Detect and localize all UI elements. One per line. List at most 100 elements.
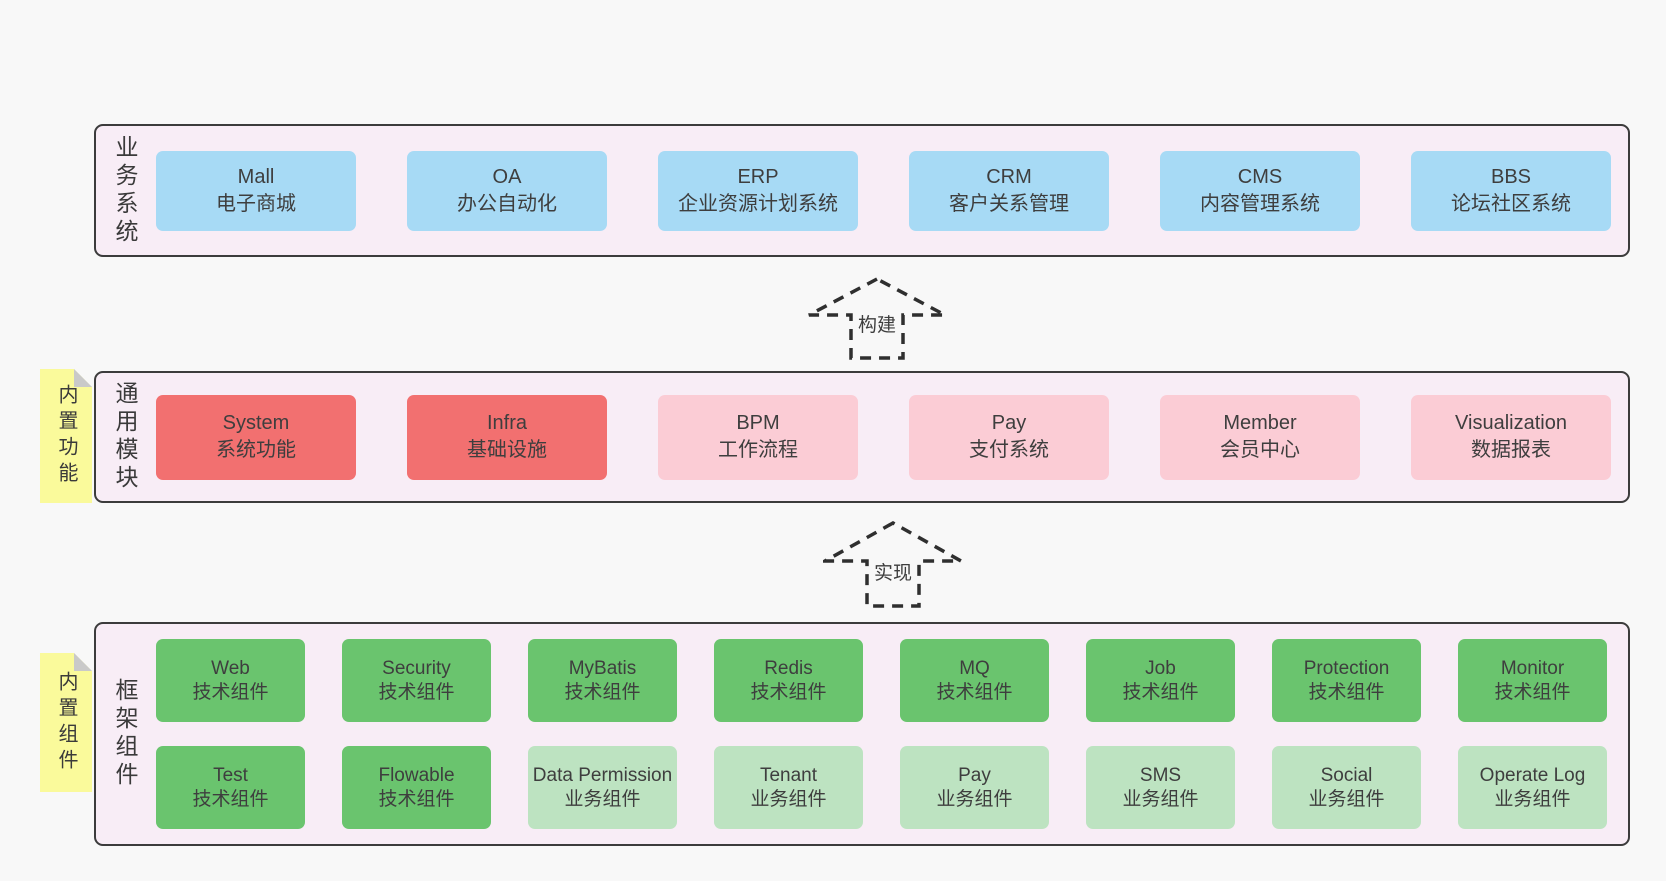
box-visualization: Visualization 数据报表 (1411, 394, 1611, 480)
box-name: Redis (764, 657, 813, 679)
box-data-permission: Data Permission 业务组件 (528, 746, 677, 829)
box-desc: 技术组件 (936, 681, 1013, 703)
box-desc: 业务组件 (936, 788, 1013, 810)
folded-corner-icon (74, 369, 92, 387)
box-desc: 电子商城 (216, 192, 296, 215)
panel-common-modules: 通用模块 System 系统功能 Infra 基础设施 BPM 工作流程 Pay… (94, 371, 1630, 503)
box-sms: SMS 业务组件 (1086, 746, 1235, 829)
sticky-note-built-in-features: 内置功能 (40, 369, 92, 503)
box-desc: 业务组件 (1494, 788, 1571, 810)
box-desc: 内容管理系统 (1200, 192, 1320, 215)
box-desc: 办公自动化 (457, 192, 557, 215)
panel-business-systems: 业务系统 Mall 电子商城 OA 办公自动化 ERP 企业资源计划系统 CRM… (94, 124, 1630, 257)
box-desc: 技术组件 (1494, 681, 1571, 703)
box-desc: 客户关系管理 (949, 192, 1069, 215)
box-name: Tenant (759, 764, 818, 786)
box-member: Member 会员中心 (1160, 394, 1360, 480)
box-infra: Infra 基础设施 (407, 394, 607, 480)
box-desc: 支付系统 (969, 439, 1049, 461)
box-desc: 业务组件 (1308, 788, 1385, 810)
box-name: Mall (237, 165, 275, 188)
panel-framework-label: 框架组件 (112, 678, 138, 790)
box-pay-system: Pay 支付系统 (909, 394, 1109, 480)
box-job: Job 技术组件 (1086, 639, 1235, 722)
box-oa: OA 办公自动化 (407, 150, 607, 231)
box-desc: 工作流程 (718, 439, 798, 461)
box-erp: ERP 企业资源计划系统 (658, 150, 858, 231)
box-pay-component: Pay 业务组件 (900, 746, 1049, 829)
box-desc: 基础设施 (467, 439, 547, 461)
box-name: Pay (958, 764, 991, 786)
box-name: Data Permission (532, 764, 673, 786)
box-name: Visualization (1455, 412, 1567, 434)
box-name: MQ (959, 657, 990, 679)
box-monitor: Monitor 技术组件 (1458, 639, 1607, 722)
box-name: ERP (737, 165, 779, 188)
box-tenant: Tenant 业务组件 (714, 746, 863, 829)
sticky-note-text: 内置功能 (55, 384, 77, 488)
box-desc: 技术组件 (750, 681, 827, 703)
box-social: Social 业务组件 (1272, 746, 1421, 829)
box-name: Flowable (378, 764, 455, 786)
box-name: Web (211, 657, 250, 679)
box-redis: Redis 技术组件 (714, 639, 863, 722)
box-name: Protection (1303, 657, 1390, 679)
box-desc: 技术组件 (564, 681, 641, 703)
box-mybatis: MyBatis 技术组件 (528, 639, 677, 722)
framework-box-row-1: Web 技术组件 Security 技术组件 MyBatis 技术组件 Redi… (156, 639, 1607, 722)
box-desc: 会员中心 (1220, 439, 1300, 461)
box-test: Test 技术组件 (156, 746, 305, 829)
box-operate-log: Operate Log 业务组件 (1458, 746, 1607, 829)
box-flowable: Flowable 技术组件 (342, 746, 491, 829)
box-protection: Protection 技术组件 (1272, 639, 1421, 722)
box-desc: 技术组件 (378, 681, 455, 703)
box-name: Job (1145, 657, 1176, 679)
box-name: SMS (1139, 764, 1182, 786)
sticky-note-text: 内置组件 (55, 670, 77, 775)
panel-business-label: 业务系统 (112, 134, 138, 247)
box-desc: 技术组件 (192, 788, 269, 810)
modules-box-row: System 系统功能 Infra 基础设施 BPM 工作流程 Pay 支付系统… (156, 394, 1611, 480)
box-name: Security (382, 657, 451, 679)
framework-box-rows: Web 技术组件 Security 技术组件 MyBatis 技术组件 Redi… (156, 639, 1607, 829)
box-desc: 技术组件 (1122, 681, 1199, 703)
box-name: CMS (1237, 165, 1283, 188)
box-name: Social (1320, 764, 1373, 786)
box-system: System 系统功能 (156, 394, 356, 480)
box-security: Security 技术组件 (342, 639, 491, 722)
box-name: Monitor (1500, 657, 1565, 679)
box-desc: 数据报表 (1471, 439, 1551, 461)
box-desc: 技术组件 (378, 788, 455, 810)
box-desc: 系统功能 (216, 439, 296, 461)
build-arrow-icon: 构建 (807, 277, 947, 361)
box-cms: CMS 内容管理系统 (1160, 150, 1360, 231)
box-name: BBS (1490, 165, 1532, 188)
box-desc: 论坛社区系统 (1451, 192, 1571, 215)
panel-modules-label: 通用模块 (112, 381, 138, 493)
box-mall: Mall 电子商城 (156, 150, 356, 231)
box-name: BPM (736, 412, 780, 434)
box-desc: 技术组件 (192, 681, 269, 703)
box-name: Test (213, 764, 248, 786)
box-desc: 业务组件 (1122, 788, 1199, 810)
box-name: Pay (991, 412, 1027, 434)
build-arrow-label: 构建 (853, 310, 901, 337)
implement-arrow-icon: 实现 (823, 521, 963, 609)
box-name: Infra (486, 412, 528, 434)
box-name: CRM (986, 165, 1032, 188)
box-name: OA (492, 165, 522, 188)
box-name: System (222, 412, 290, 434)
box-desc: 技术组件 (1308, 681, 1385, 703)
box-bbs: BBS 论坛社区系统 (1411, 150, 1611, 231)
box-mq: MQ 技术组件 (900, 639, 1049, 722)
folded-corner-icon (74, 653, 92, 671)
box-name: Member (1223, 412, 1297, 434)
sticky-note-built-in-components: 内置组件 (40, 653, 92, 792)
box-name: Operate Log (1479, 764, 1586, 786)
implement-arrow-label: 实现 (869, 558, 917, 585)
panel-framework-components: 框架组件 Web 技术组件 Security 技术组件 MyBatis 技术组件… (94, 622, 1630, 846)
box-desc: 业务组件 (750, 788, 827, 810)
box-crm: CRM 客户关系管理 (909, 150, 1109, 231)
box-name: MyBatis (568, 657, 637, 679)
business-box-row: Mall 电子商城 OA 办公自动化 ERP 企业资源计划系统 CRM 客户关系… (156, 150, 1611, 231)
